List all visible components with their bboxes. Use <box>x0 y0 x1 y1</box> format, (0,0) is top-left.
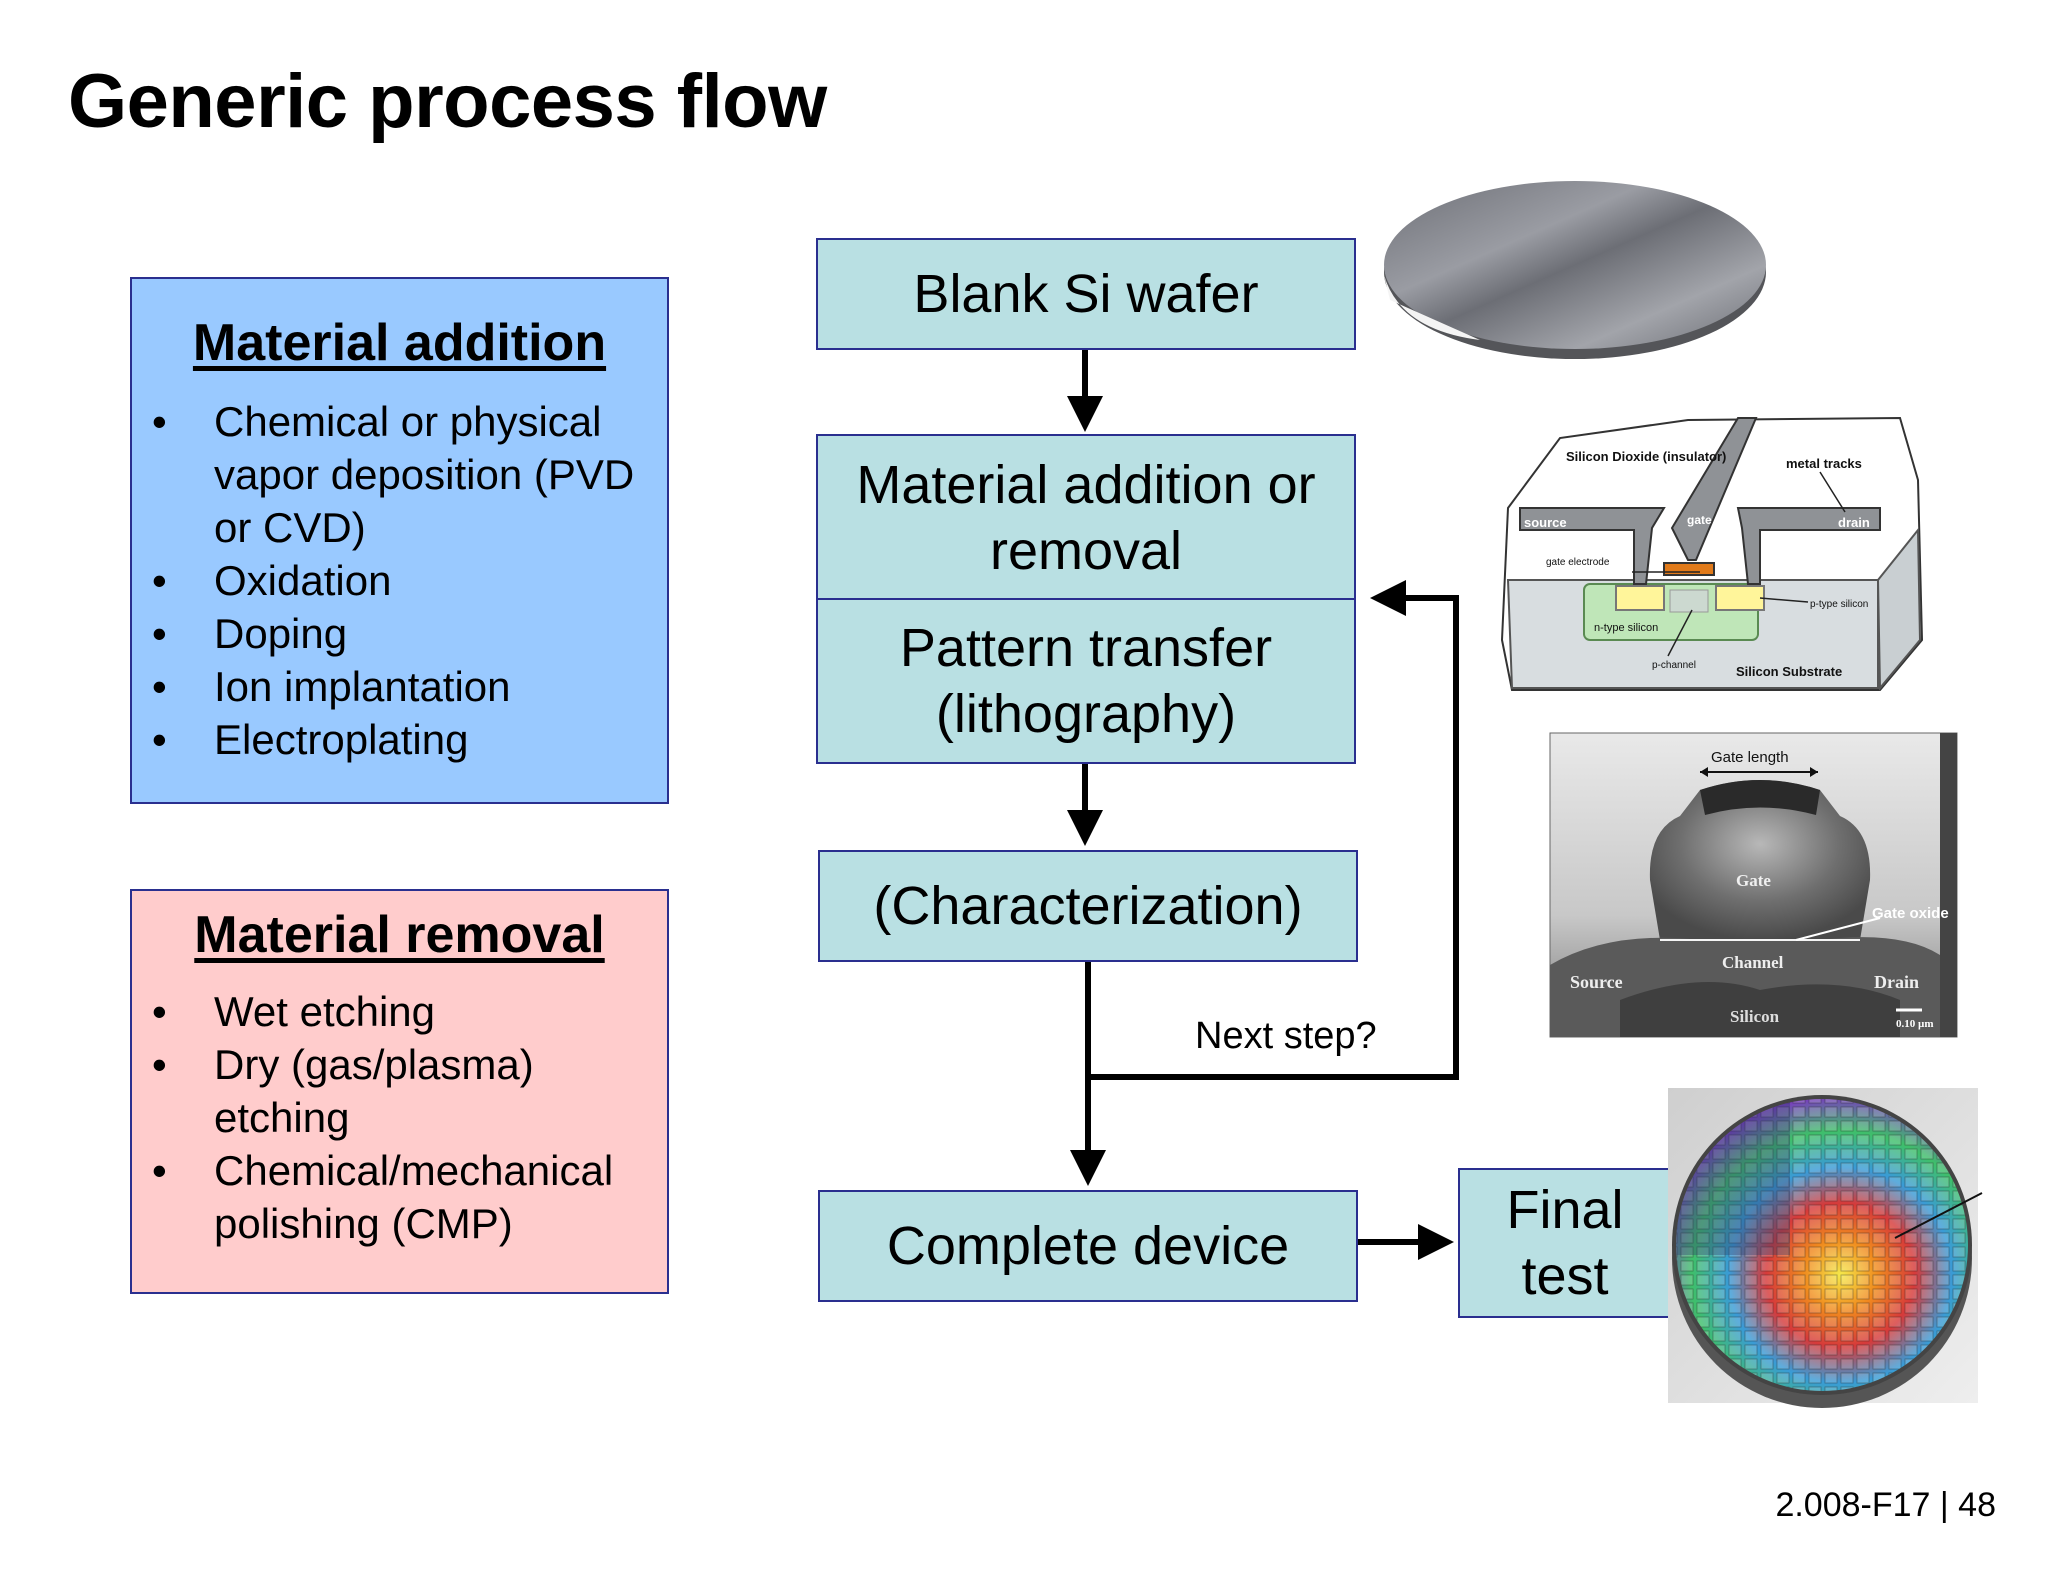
final-test-box: Final test <box>1458 1168 1672 1318</box>
loop-back-connector <box>1088 580 1459 1080</box>
list-item: Dry (gas/plasma) etching <box>132 1038 667 1144</box>
list-item: Ion implantation <box>132 660 667 713</box>
blank-wafer-label: Blank Si wafer <box>913 264 1259 324</box>
material-removal-box: Material removal Wet etching Dry (gas/pl… <box>130 889 669 1294</box>
material-removal-title: Material removal <box>194 906 605 964</box>
complete-device-box: Complete device <box>818 1190 1358 1302</box>
pattern-transfer-label: Pattern transfer (lithography) <box>899 618 1273 744</box>
list-item: Oxidation <box>132 554 667 607</box>
characterization-box: (Characterization) <box>818 850 1358 962</box>
material-addition-box: Material addition Chemical or physical v… <box>130 277 669 804</box>
list-item: Doping <box>132 607 667 660</box>
list-item: Wet etching <box>132 985 667 1038</box>
material-addition-list: Chemical or physical vapor deposition (P… <box>132 395 667 766</box>
next-step-label: Next step? <box>1195 1015 1377 1057</box>
material-removal-list: Wet etching Dry (gas/plasma) etching Che… <box>132 985 667 1250</box>
final-test-label: Final test <box>1506 1180 1624 1306</box>
list-item: Chemical or physical vapor deposition (P… <box>132 395 667 554</box>
slide-title: Generic process flow <box>68 59 827 144</box>
slide-footer: 2.008-F17 | 48 <box>1775 1486 1996 1524</box>
characterization-label: (Characterization) <box>873 876 1303 936</box>
addition-removal-box: Material addition or removal <box>816 434 1356 602</box>
material-addition-title: Material addition <box>192 314 607 372</box>
addition-removal-label: Material addition or removal <box>856 455 1316 581</box>
blank-wafer-box: Blank Si wafer <box>816 238 1356 350</box>
pattern-transfer-box: Pattern transfer (lithography) <box>816 598 1356 764</box>
list-item: Chemical/mechanical polishing (CMP) <box>132 1144 667 1250</box>
list-item: Electroplating <box>132 713 667 766</box>
complete-device-label: Complete device <box>886 1216 1290 1276</box>
